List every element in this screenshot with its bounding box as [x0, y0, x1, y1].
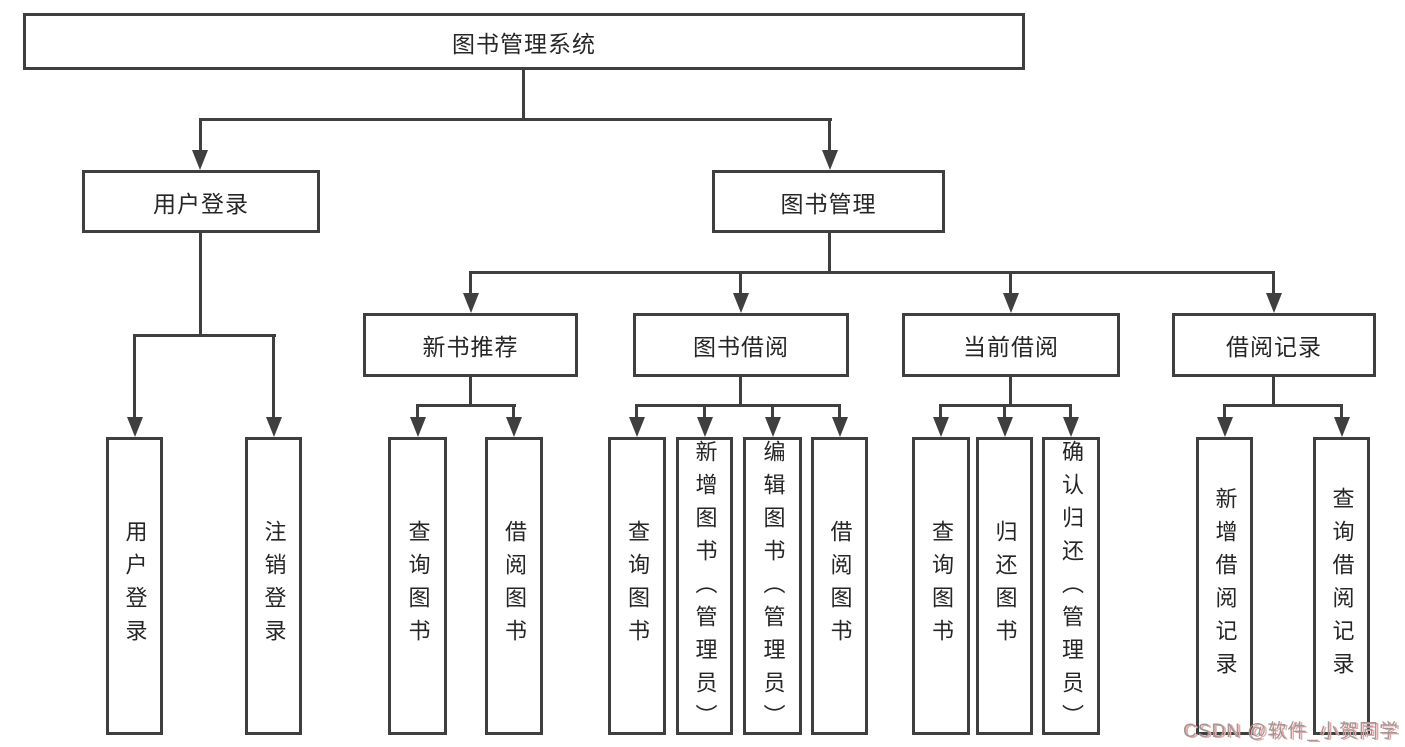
connector-vline [199, 233, 202, 337]
leaf-user-login: 用户登录 [106, 437, 163, 735]
leaf-edit-book-admin: 编辑图书（管理员） [743, 437, 802, 737]
arrowhead-down [1217, 417, 1233, 437]
connector-vline [522, 70, 525, 120]
connector-vline [469, 377, 472, 406]
connector-hline [1223, 404, 1343, 407]
connector-vline [1003, 404, 1006, 419]
arrowhead-down [410, 417, 426, 437]
arrowhead-down [832, 417, 848, 437]
arrowhead-down [697, 417, 713, 437]
node-user-login: 用户登录 [82, 170, 320, 233]
node-book-borrowing: 图书借阅 [633, 313, 849, 377]
connector-vline [272, 334, 275, 418]
connector-vline [771, 404, 774, 419]
leaf-confirm-return-admin: 确认归还（管理员） [1042, 437, 1100, 737]
arrowhead-down [463, 293, 479, 313]
connector-vline [133, 334, 136, 418]
node-current-borrowing: 当前借阅 [902, 313, 1120, 377]
connector-vline [838, 404, 841, 419]
connector-vline [939, 404, 942, 419]
arrowhead-down [997, 417, 1013, 437]
connector-vline [416, 404, 419, 419]
connector-vline [1272, 271, 1275, 295]
arrowhead-down [822, 150, 838, 170]
connector-hline [133, 334, 276, 337]
node-book-management: 图书管理 [712, 170, 945, 233]
arrowhead-down [192, 150, 208, 170]
leaf-query-books-recommend: 查询图书 [388, 437, 447, 735]
connector-hline [469, 271, 1275, 274]
leaf-add-book-admin: 新增图书（管理员） [676, 437, 733, 737]
node-library-management-system: 图书管理系统 [23, 13, 1025, 70]
leaf-query-books-current: 查询图书 [912, 437, 970, 735]
csdn-watermark: CSDN @软件_小贺同学 [1183, 721, 1399, 742]
arrowhead-down [765, 417, 781, 437]
connector-vline [1272, 377, 1275, 406]
connector-hline [416, 404, 516, 407]
connector-vline [828, 233, 831, 274]
connector-vline [828, 118, 831, 150]
connector-vline [1009, 377, 1012, 406]
connector-vline [469, 271, 472, 295]
arrowhead-down [629, 417, 645, 437]
connector-hline [635, 404, 841, 407]
connector-vline [739, 377, 742, 406]
arrowhead-down [1266, 293, 1282, 313]
connector-vline [1009, 271, 1012, 295]
leaf-return-book: 归还图书 [976, 437, 1033, 735]
arrowhead-down [733, 293, 749, 313]
leaf-borrow-books: 借阅图书 [811, 437, 868, 735]
connector-vline [1223, 404, 1226, 419]
arrowhead-down [1003, 293, 1019, 313]
connector-vline [739, 271, 742, 295]
connector-vline [635, 404, 638, 419]
arrowhead-down [1063, 417, 1079, 437]
leaf-query-borrow-record: 查询借阅记录 [1313, 437, 1370, 735]
leaf-borrow-books-recommend: 借阅图书 [485, 437, 543, 735]
leaf-query-books-borrow: 查询图书 [608, 437, 666, 735]
arrowhead-down [933, 417, 949, 437]
arrowhead-down [1334, 417, 1350, 437]
connector-vline [703, 404, 706, 419]
leaf-logout: 注销登录 [245, 437, 302, 735]
connector-vline [1340, 404, 1343, 419]
connector-vline [1069, 404, 1072, 419]
connector-vline [199, 118, 202, 150]
connector-vline [512, 404, 515, 419]
node-new-book-recommend: 新书推荐 [363, 313, 578, 377]
connector-hline [199, 118, 832, 121]
leaf-add-borrow-record: 新增借阅记录 [1196, 437, 1253, 735]
arrowhead-down [506, 417, 522, 437]
arrowhead-down [266, 417, 282, 437]
arrowhead-down [127, 417, 143, 437]
node-borrowing-records: 借阅记录 [1172, 313, 1376, 377]
